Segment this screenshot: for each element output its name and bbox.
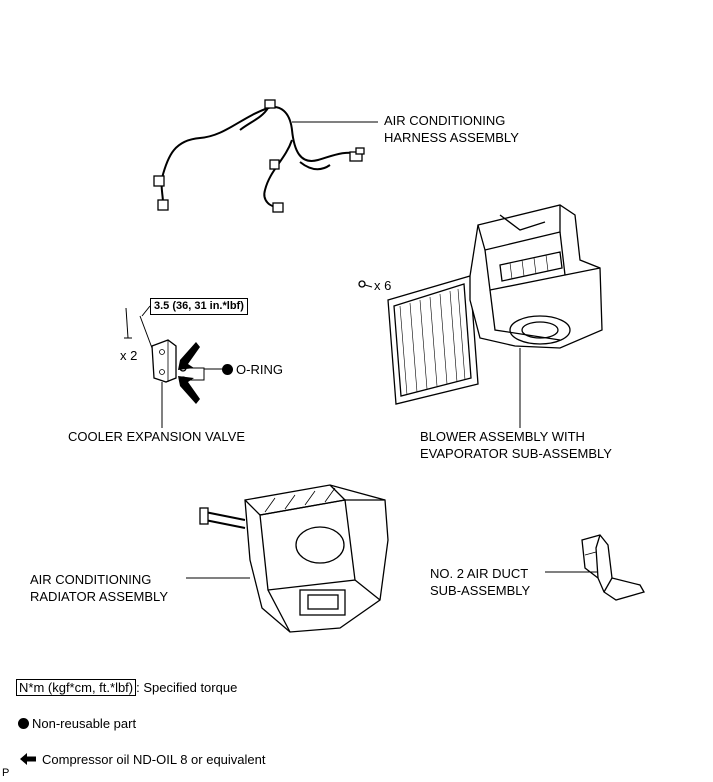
legend-nonreusable: Non-reusable part xyxy=(18,715,136,732)
blower-label-line1: BLOWER ASSEMBLY WITH xyxy=(420,429,585,444)
legend-torque: N*m (kgf*cm, ft.*lbf): Specified torque xyxy=(16,679,237,696)
o-ring-text: O-RING xyxy=(236,362,283,377)
air-duct-label: NO. 2 AIR DUCT SUB-ASSEMBLY xyxy=(430,565,530,599)
harness-label-line2: HARNESS ASSEMBLY xyxy=(384,130,519,145)
air-duct-drawing xyxy=(545,534,645,601)
air-duct-label-line2: SUB-ASSEMBLY xyxy=(430,583,531,598)
filled-circle-icon xyxy=(18,718,29,729)
screw-count-label: x 6 xyxy=(374,278,392,293)
radiator-assembly-drawing xyxy=(186,484,389,633)
bolt-count-label: x 2 xyxy=(120,348,138,363)
legend-torque-unit: N*m (kgf*cm, ft.*lbf) xyxy=(16,679,137,696)
o-ring-label: O-RING xyxy=(222,361,283,378)
radiator-assembly-label: AIR CONDITIONING RADIATOR ASSEMBLY xyxy=(30,571,168,605)
harness-assembly-drawing xyxy=(153,99,378,213)
harness-label: AIR CONDITIONING HARNESS ASSEMBLY xyxy=(384,112,519,146)
legend-oil-text: Compressor oil ND-OIL 8 or equivalent xyxy=(42,752,266,767)
left-arrow-icon xyxy=(20,753,36,765)
oil-arrow-icon xyxy=(178,342,200,404)
torque-spec-box: 3.5 (36, 31 in.*lbf) xyxy=(150,298,248,315)
radiator-label-line2: RADIATOR ASSEMBLY xyxy=(30,589,168,604)
filled-circle-icon xyxy=(222,364,233,375)
blower-assembly-label: BLOWER ASSEMBLY WITH EVAPORATOR SUB-ASSE… xyxy=(420,428,612,462)
radiator-label-line1: AIR CONDITIONING xyxy=(30,572,152,587)
blower-assembly-drawing xyxy=(358,204,603,428)
cooler-expansion-valve-label: COOLER EXPANSION VALVE xyxy=(68,429,245,444)
blower-label-line2: EVAPORATOR SUB-ASSEMBLY xyxy=(420,446,612,461)
corner-mark: P xyxy=(2,767,10,779)
legend-torque-desc: : Specified torque xyxy=(136,680,238,695)
legend-oil: Compressor oil ND-OIL 8 or equivalent xyxy=(20,751,266,768)
air-duct-label-line1: NO. 2 AIR DUCT xyxy=(430,566,529,581)
cooler-expansion-valve-drawing xyxy=(124,305,222,428)
harness-label-line1: AIR CONDITIONING xyxy=(384,113,506,128)
legend-nonreusable-text: Non-reusable part xyxy=(32,716,137,731)
